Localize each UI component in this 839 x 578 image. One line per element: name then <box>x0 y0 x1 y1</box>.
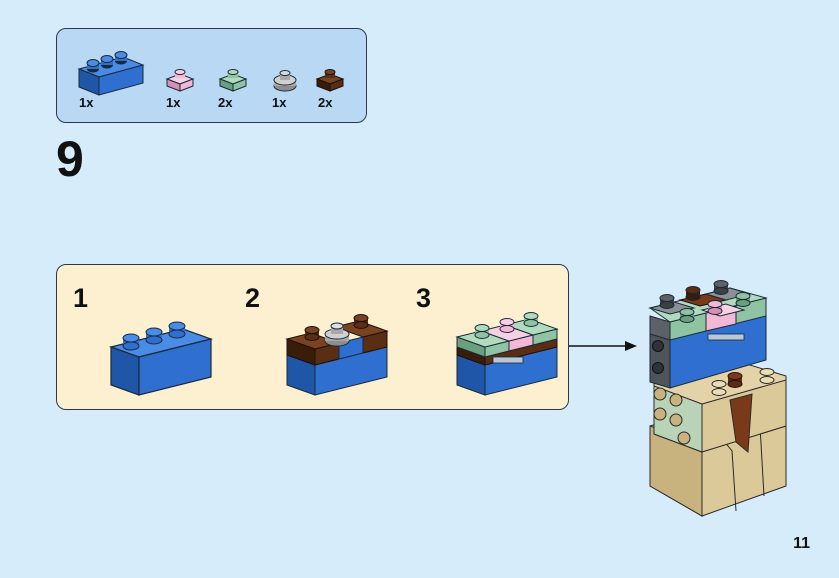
qty-blue-brick: 1x <box>79 95 94 110</box>
pink-plate-1x1-icon <box>165 69 195 92</box>
substeps-callout: 1 2 3 <box>56 264 569 410</box>
sand-green-plate-1x1-icon <box>218 69 248 92</box>
step-number: 9 <box>56 131 84 187</box>
assembly-arrow <box>569 341 637 351</box>
substep-1-label: 1 <box>73 283 89 313</box>
substep-3-model <box>455 312 559 396</box>
substep-3-label: 3 <box>416 283 432 313</box>
parts-list-callout: 1x 1x 2x 1x 2x <box>56 28 367 123</box>
dark-brown-plate-1x1-icon <box>315 69 345 92</box>
blue-brick-1x3-icon <box>77 51 145 96</box>
substep-2-model <box>285 314 389 396</box>
substep-1-model <box>108 321 214 396</box>
gray-round-plate-1x1-icon <box>273 70 297 92</box>
main-model <box>648 280 787 517</box>
substep-2-label: 2 <box>245 283 261 313</box>
qty-sand-green-plate: 2x <box>218 95 233 110</box>
page-number: 11 <box>793 535 810 552</box>
qty-pink-plate: 1x <box>166 95 181 110</box>
qty-dark-brown-plate: 2x <box>318 95 333 110</box>
qty-gray-round-plate: 1x <box>272 95 287 110</box>
